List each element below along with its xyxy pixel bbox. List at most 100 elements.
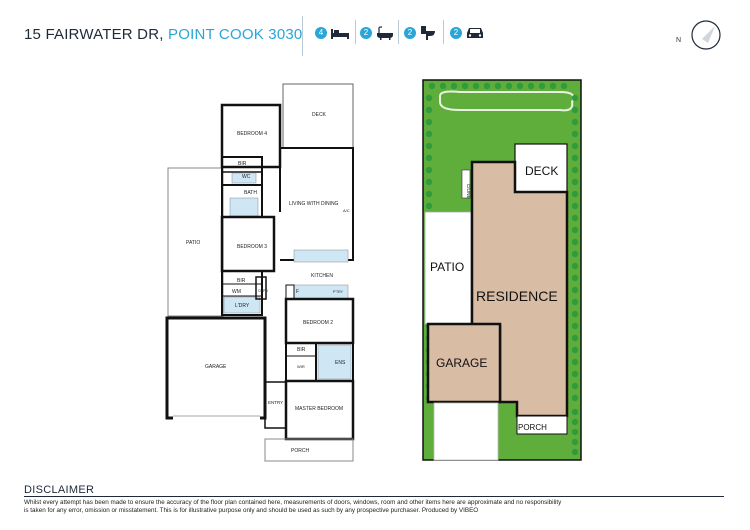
bir-low-label: BIR (297, 347, 306, 353)
tree-icon (571, 238, 579, 246)
tree-icon (571, 418, 579, 426)
street-address: 15 FAIRWATER DR, (24, 26, 164, 43)
site-garage-label: GARAGE (436, 356, 487, 370)
wir-label: WIR (297, 364, 305, 369)
disclaimer-text: Whilst every attempt has been made to en… (24, 499, 562, 514)
bathroom-count-badge: 2 (360, 27, 372, 39)
tree-icon (571, 262, 579, 270)
tree-icon (461, 82, 469, 90)
tree-icon (425, 94, 433, 102)
tree-icon (571, 166, 579, 174)
patio-label: PATIO (186, 240, 200, 246)
tree-icon (425, 166, 433, 174)
porch-outline (264, 438, 354, 462)
tree-icon (472, 82, 480, 90)
compass-north-label: N (676, 37, 682, 44)
disclaimer-divider (24, 496, 724, 497)
ensuite-label: ENS (335, 360, 346, 366)
site-deck (514, 143, 568, 193)
suburb-address: POINT COOK 3030 (168, 26, 303, 43)
tree-icon (571, 310, 579, 318)
tree-icon (425, 190, 433, 198)
compass-icon (691, 20, 721, 50)
tree-icon (516, 82, 524, 90)
bath-label: BATH (244, 190, 257, 196)
tree-icon (571, 274, 579, 282)
tree-icon (571, 178, 579, 186)
tree-icon (505, 82, 513, 90)
clothesline (461, 169, 471, 199)
site-patio-label: PATIO (430, 260, 464, 274)
tree-icon (425, 178, 433, 186)
tree-icon (571, 118, 579, 126)
tree-icon (571, 358, 579, 366)
bath-icon (377, 26, 393, 40)
bed-icon (331, 29, 349, 39)
floor-plan-labels: DECK BEDROOM 4 BIR WC BATH LIVING WITH D… (186, 112, 350, 454)
tree-icon (428, 82, 436, 90)
master-bedroom-label: MASTER BEDROOM (295, 406, 343, 412)
tree-icon (571, 202, 579, 210)
plans-area: DECK BEDROOM 4 BIR WC BATH LIVING WITH D… (0, 72, 750, 472)
tree-icon (425, 118, 433, 126)
compass (690, 19, 722, 56)
cupd-label: CUPD (258, 289, 268, 293)
tree-icon (571, 408, 579, 416)
car-space-count-badge: 2 (450, 27, 462, 39)
bedroom-2-label: BEDROOM 2 (303, 320, 333, 326)
tree-icon (425, 154, 433, 162)
tree-icon (538, 82, 546, 90)
tree-icon (425, 106, 433, 114)
tree-icon (571, 214, 579, 222)
tree-icon (571, 286, 579, 294)
tree-icon (571, 190, 579, 198)
car-space-count: 2 (450, 22, 485, 44)
tree-icon (527, 82, 535, 90)
kitchen-label: KITCHEN (311, 273, 333, 279)
entry-label: ENTRY (268, 400, 283, 405)
site-plan (422, 79, 582, 461)
bathroom-count: 2 (360, 22, 395, 44)
wc-label: WC (242, 174, 251, 180)
garage-label: GARAGE (205, 364, 227, 370)
site-plan-labels: DECK C/LINE PATIO RESIDENCE GARAGE PORCH (430, 164, 558, 432)
living-label: LIVING WITH DINING (289, 201, 339, 207)
residence-label: RESIDENCE (476, 288, 558, 304)
tree-icon (571, 226, 579, 234)
tree-icon (571, 106, 579, 114)
tree-icon (571, 428, 579, 436)
header-divider (302, 16, 303, 56)
bir-mid-label: BIR (237, 278, 246, 284)
feature-separator (443, 20, 444, 44)
garage-footprint (426, 322, 502, 404)
toilet-count: 2 (404, 22, 437, 44)
tree-icon (571, 250, 579, 258)
tree-icon (425, 202, 433, 210)
wm-label: WM (232, 289, 241, 295)
site-deck-label: DECK (525, 164, 558, 178)
tree-icon (560, 82, 568, 90)
bedroom-count: 4 (315, 22, 350, 44)
tree-icon (494, 82, 502, 90)
ac-label: A/C (343, 208, 350, 213)
tree-icon (571, 154, 579, 162)
deck-label: DECK (312, 112, 327, 118)
plans-drawing: DECK BEDROOM 4 BIR WC BATH LIVING WITH D… (165, 79, 582, 462)
feature-separator (355, 20, 356, 44)
tree-icon (571, 394, 579, 402)
tree-icon (571, 448, 579, 456)
driveway (433, 402, 499, 461)
tree-icon (571, 142, 579, 150)
tree-icon (450, 82, 458, 90)
tree-icon (571, 334, 579, 342)
site-porch (516, 415, 568, 435)
property-address: 15 FAIRWATER DR, POINT COOK 3030 (24, 26, 302, 43)
tree-icon (425, 130, 433, 138)
tree-icon (483, 82, 491, 90)
toilet-icon (421, 26, 435, 40)
tree-icon (439, 82, 447, 90)
bedroom-4-walls (220, 103, 282, 169)
bir-top-label: BIR (238, 161, 247, 167)
car-icon (467, 28, 483, 38)
toilet-count-badge: 2 (404, 27, 416, 39)
